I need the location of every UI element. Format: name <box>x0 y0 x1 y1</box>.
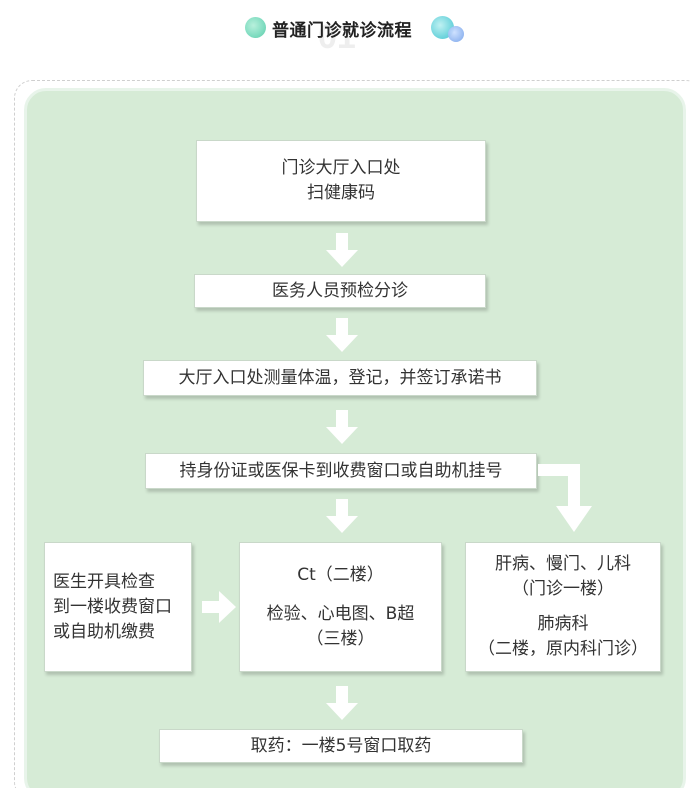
decorative-dot-icon <box>245 17 266 38</box>
step-departments: 肝病、慢门、儿科 （门诊一楼） 肺病科 （二楼，原内科门诊） <box>465 542 661 672</box>
step-payment-line1: 医生开具检查 <box>53 571 155 592</box>
step-scan-health-code: 门诊大厅入口处 扫健康码 <box>196 140 486 222</box>
page-header: 01 普通门诊就诊流程 <box>0 0 690 58</box>
step-departments-line1: 肝病、慢门、儿科 <box>495 554 631 574</box>
arrow-right-icon <box>202 591 236 623</box>
page-title: 普通门诊就诊流程 <box>272 21 412 41</box>
dashed-frame <box>14 80 690 788</box>
step-temperature-registration-text: 大厅入口处测量体温，登记，并签订承诺书 <box>178 367 502 388</box>
decorative-bubble-small-icon <box>448 26 464 42</box>
step-departments-line3: 肺病科 <box>537 614 589 634</box>
background-number: 01 <box>318 18 356 56</box>
step-examinations: Ct（二楼） 检验、心电图、B超 （三楼） <box>239 542 442 672</box>
arrow-bent-down-icon <box>538 464 592 532</box>
step-scan-health-code-line1: 门诊大厅入口处 <box>281 158 401 178</box>
step-departments-line4: （二楼，原内科门诊） <box>478 639 648 659</box>
step-payment-line2: 到一楼收费窗口 <box>53 596 172 617</box>
step-temperature-registration: 大厅入口处测量体温，登记，并签订承诺书 <box>143 360 537 396</box>
arrow-down-icon <box>326 410 358 444</box>
arrow-down-icon <box>326 499 358 533</box>
step-pharmacy: 取药：一楼5号窗口取药 <box>159 729 523 763</box>
step-examinations-line2: 检验、心电图、B超 <box>266 603 415 624</box>
arrow-down-icon <box>326 233 358 267</box>
step-departments-line2: （门诊一楼） <box>512 579 614 599</box>
arrow-down-icon <box>326 686 358 720</box>
arrow-down-icon <box>326 318 358 352</box>
step-examinations-line3: （三楼） <box>306 628 375 649</box>
step-scan-health-code-line2: 扫健康码 <box>307 183 375 203</box>
step-examinations-line1: Ct（二楼） <box>297 564 384 585</box>
step-registration-queue: 持身份证或医保卡到收费窗口或自助机挂号 <box>145 453 537 489</box>
step-payment: 医生开具检查 到一楼收费窗口 或自助机缴费 <box>44 542 192 672</box>
step-pharmacy-text: 取药：一楼5号窗口取药 <box>250 735 432 756</box>
step-registration-queue-text: 持身份证或医保卡到收费窗口或自助机挂号 <box>179 460 503 481</box>
step-triage: 医务人员预检分诊 <box>194 274 486 308</box>
step-triage-text: 医务人员预检分诊 <box>272 280 408 301</box>
step-payment-line3: 或自助机缴费 <box>53 621 155 642</box>
